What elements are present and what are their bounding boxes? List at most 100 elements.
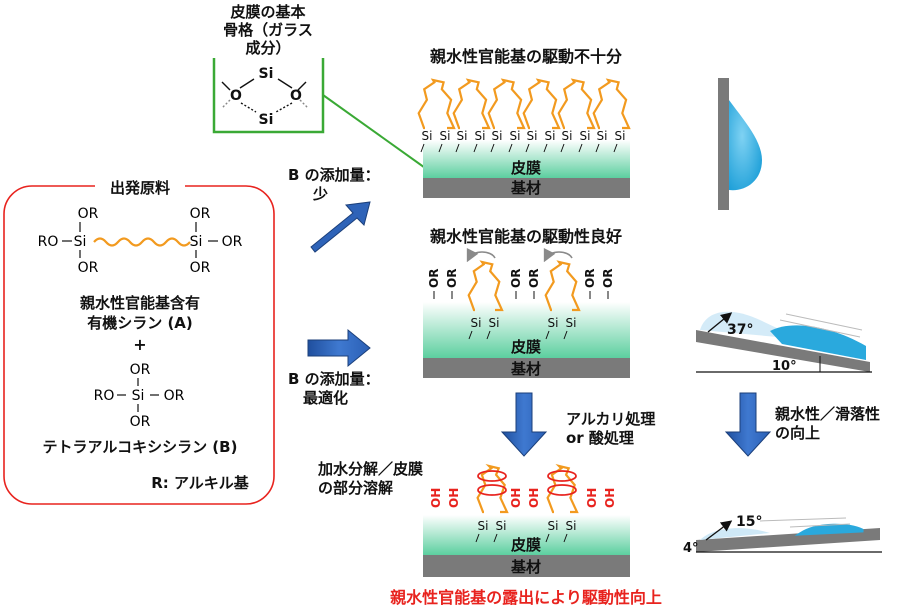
b-si: Si	[132, 388, 145, 404]
top-bond	[613, 143, 618, 153]
top-si-right: Si	[615, 129, 626, 143]
treatment-label-line-1: アルカリ処理	[566, 410, 655, 428]
bottom-oh-group: OH	[585, 488, 599, 508]
hydrophilic-label-line-2: の向上	[775, 424, 820, 442]
top-bond	[490, 143, 495, 153]
bottom-note-line-1: 加水分解／皮膜	[317, 460, 423, 478]
top-orange-loop	[487, 78, 526, 130]
top-orange-loop	[417, 78, 456, 130]
bottom-film-label: 皮膜	[511, 536, 541, 554]
a-or-top-left: OR	[78, 206, 99, 222]
middle-contact-angle: 37°	[727, 322, 753, 338]
middle-or-group: OR	[527, 269, 541, 288]
middle-si-right: Si	[566, 316, 577, 330]
spin-arrow-ring	[477, 470, 507, 482]
top-si-right: Si	[545, 129, 556, 143]
arrow-optimal-b	[307, 328, 371, 368]
top-orange-loop	[557, 78, 596, 130]
a-or-right: OR	[222, 234, 243, 250]
bottom-si-right: Si	[496, 519, 507, 533]
starting-materials-box: 出発原料 OR RO Si OR OR Si OR OR 親水性官能基含有 有機…	[3, 178, 275, 505]
middle-si-right: Si	[489, 316, 500, 330]
top-bond	[525, 143, 530, 153]
spin-arrow-ring	[547, 484, 577, 496]
spin-arrow-ring	[477, 484, 507, 496]
top-panel-title: 親水性官能基の駆動不十分	[430, 47, 622, 66]
middle-or-group: OR	[601, 269, 615, 288]
skeleton-title-line-3: 成分）	[245, 39, 290, 57]
skeleton-box: 皮膜の基本 骨格（ガラス 成分） Si O O Si	[212, 3, 325, 134]
top-si-right: Si	[440, 129, 451, 143]
b-or-bottom: OR	[130, 414, 151, 430]
hanging-droplet	[729, 100, 762, 191]
optimal-b-label-line-2: 最適化	[303, 389, 348, 407]
plus-sign: +	[133, 335, 146, 354]
top-bond	[438, 143, 443, 153]
top-si-left: Si	[597, 129, 608, 143]
middle-si-left: Si	[471, 316, 482, 330]
middle-bond	[545, 330, 550, 340]
a-or-bottom-left: OR	[78, 260, 99, 276]
skeleton-title-line-1: 皮膜の基本	[230, 3, 305, 21]
a-ro-left: RO	[38, 234, 59, 250]
bottom-oh-group: OH	[447, 488, 461, 508]
bottom-oh-group: OH	[429, 488, 443, 508]
bottom-si-right: Si	[566, 519, 577, 533]
arrow-hydrophilic	[724, 392, 772, 457]
bottom-orange-loop	[546, 464, 579, 514]
middle-or-group: OR	[427, 269, 441, 288]
b-ro-left: RO	[94, 388, 115, 404]
tilted-plate-middle	[696, 330, 870, 372]
a-si-left: Si	[74, 234, 87, 250]
bottom-oh-group: OH	[603, 488, 617, 508]
top-bond	[508, 143, 513, 153]
bottom-bond	[545, 533, 550, 543]
top-si-left: Si	[527, 129, 538, 143]
top-bond	[473, 143, 478, 153]
hydrophilic-label-line-1: 親水性／滑落性	[775, 405, 880, 423]
bottom-substrate-label: 基材	[510, 558, 541, 576]
top-orange-loop	[592, 78, 631, 130]
skeleton-title-line-2: 骨格（ガラス	[223, 21, 313, 39]
top-substrate-label: 基材	[510, 179, 541, 197]
middle-bond	[563, 330, 568, 340]
skeleton-connector	[322, 94, 429, 171]
droplet-middle	[770, 325, 866, 360]
middle-or-group: OR	[445, 269, 459, 288]
rotation-arrow	[543, 247, 573, 263]
bottom-bond	[563, 533, 568, 543]
tilted-plate-15: 15° 4°	[683, 514, 882, 556]
silane-a-label-line-1: 親水性官能基含有	[80, 294, 200, 312]
bottom-oh-group: OH	[527, 488, 541, 508]
tilted-plate-37: 37° 10°	[696, 311, 872, 374]
top-si-left: Si	[492, 129, 503, 143]
skeleton-si-top: Si	[259, 66, 274, 82]
bottom-si-left: Si	[548, 519, 559, 533]
low-b-label-line-1: B の添加量：	[288, 166, 380, 184]
top-bond	[420, 143, 425, 153]
bottom-film	[423, 515, 630, 555]
a-organic-chain	[93, 237, 191, 247]
top-bond	[595, 143, 600, 153]
starting-materials-title: 出発原料	[110, 179, 170, 197]
bottom-bond	[493, 533, 498, 543]
bottom-substrate	[423, 555, 630, 577]
vertical-plate-droplet	[718, 78, 762, 210]
tilted-plate-bottom	[696, 528, 880, 552]
rotation-arrow	[466, 247, 496, 263]
middle-si-left: Si	[548, 316, 559, 330]
bottom-note-line-2: の部分溶解	[318, 479, 393, 497]
top-si-right: Si	[510, 129, 521, 143]
arrow-low-b	[310, 201, 371, 253]
b-or-top: OR	[130, 362, 151, 378]
silane-b-label: テトラアルコキシシラン (B)	[43, 438, 238, 456]
r-definition: R: アルキル基	[151, 474, 250, 492]
bottom-bond	[475, 533, 480, 543]
top-si-left: Si	[457, 129, 468, 143]
treatment-label-line-2: or 酸処理	[566, 429, 634, 447]
top-film	[423, 140, 630, 178]
optimal-b-label-line-1: B の添加量：	[288, 370, 380, 388]
middle-orange-loop	[467, 260, 504, 312]
